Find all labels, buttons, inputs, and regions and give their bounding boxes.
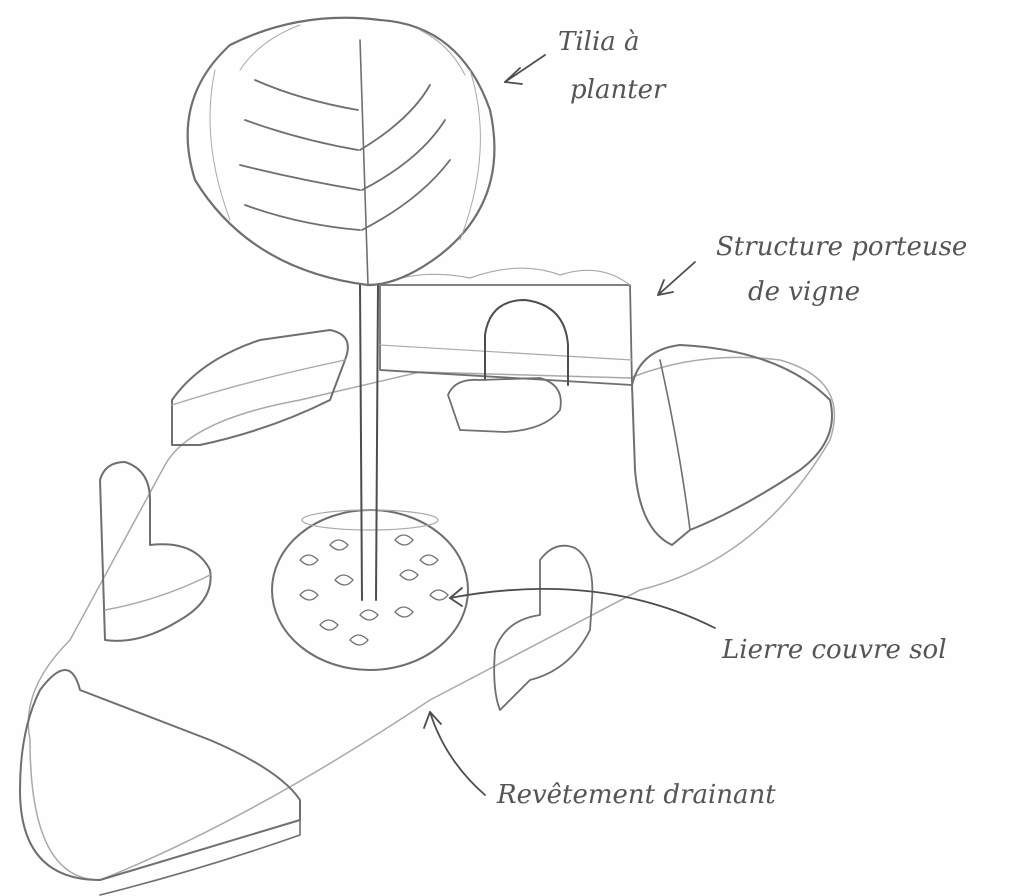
tree-trunk	[360, 285, 378, 600]
tree-annotation-arrow	[505, 55, 545, 84]
structure-label-line1: Structure porteuse	[716, 232, 967, 262]
ivy-annotation-arrow	[450, 588, 715, 628]
vine-support-structure	[380, 268, 632, 385]
bench-bottom-left	[20, 670, 300, 895]
paving-label: Revêtement drainant	[496, 780, 776, 810]
annotation-labels: Tilia à planter Structure porteuse de vi…	[496, 27, 967, 810]
tree-label-line2: planter	[570, 75, 667, 105]
seat-left	[100, 462, 211, 641]
seat-front-right	[494, 546, 592, 710]
paving-annotation-arrow	[424, 712, 485, 795]
structure-label-line2: de vigne	[748, 277, 860, 307]
seat-center-back	[448, 378, 561, 432]
tree-crown	[188, 18, 495, 285]
structure-annotation-arrow	[658, 262, 695, 295]
tree-label-line1: Tilia à	[558, 27, 640, 57]
annotation-arrows	[424, 55, 715, 795]
ivy-tree-pit	[272, 510, 468, 670]
ivy-label: Lierre couvre sol	[721, 635, 947, 665]
bench-right	[632, 345, 832, 545]
bench-top-left	[172, 330, 348, 445]
